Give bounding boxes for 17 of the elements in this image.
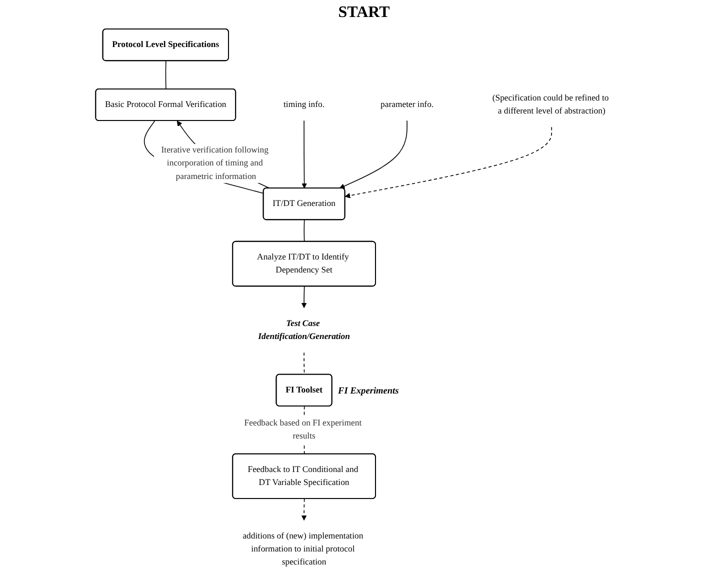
node-text: Test Case Identification/Generation [258, 319, 350, 342]
arrow [301, 286, 307, 308]
connector [304, 352, 305, 376]
edge-label: Feedback based on FI experiment results [244, 418, 362, 442]
connector [304, 220, 305, 242]
node-text: parameter info. [380, 100, 434, 110]
node-text: timing info. [284, 100, 325, 110]
node-text: (Specification could be refined to a different level of abstraction) [492, 94, 609, 116]
arrow [344, 126, 552, 198]
arrow [339, 120, 408, 189]
start-heading: START [338, 4, 390, 22]
connector [165, 60, 166, 90]
arrow [302, 120, 308, 189]
edge-label: Iterative verification following incorporation of timing and parametric information [161, 146, 268, 182]
caption-text: FI Experiments [338, 386, 399, 396]
arrow [301, 498, 307, 521]
node-text: additions of (new) implementation information to initial protocol specification [242, 531, 364, 567]
